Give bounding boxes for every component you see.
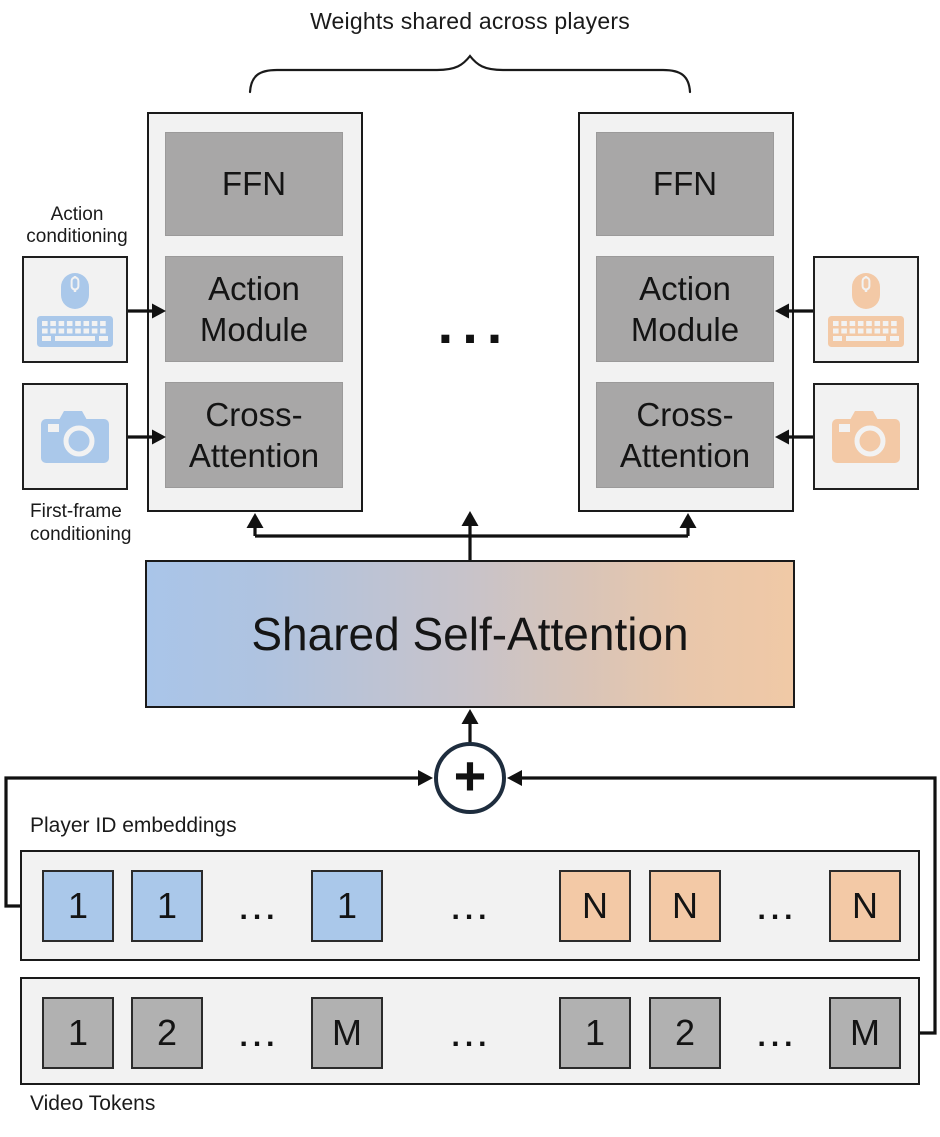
player-id-token: N (649, 870, 721, 942)
player-id-embeddings-row: 1 1 ... 1 ... N N ... N (20, 850, 920, 961)
cross-attention-module: Cross- Attention (165, 382, 343, 488)
video-token: M (829, 997, 901, 1069)
first-frame-conditioning-label: First-frame conditioning (30, 501, 132, 546)
camera-icon (832, 410, 900, 463)
blocks-ellipsis: ... (437, 291, 512, 355)
player-id-token: N (559, 870, 631, 942)
transformer-block-player1: FFN Action Module Cross- Attention (147, 112, 363, 512)
transformer-block-playerN: FFN Action Module Cross- Attention (578, 112, 794, 512)
first-frame-input-box-player1 (22, 383, 128, 490)
video-token: M (311, 997, 383, 1069)
camera-icon (41, 410, 109, 463)
player-id-token: 1 (131, 870, 203, 942)
token-ellipsis: ... (757, 1020, 798, 1053)
action-input-box-player1 (22, 256, 128, 363)
mouse-and-keyboard-icon (37, 272, 113, 347)
ffn-module: FFN (596, 132, 774, 236)
cross-attention-module: Cross- Attention (596, 382, 774, 488)
video-tokens-label: Video Tokens (30, 1092, 156, 1115)
action-conditioning-label: Action conditioning (26, 204, 128, 248)
player-id-embeddings-label: Player ID embeddings (30, 814, 237, 837)
token-ellipsis: ... (451, 893, 492, 926)
action-input-box-playerN (813, 256, 919, 363)
shared-self-attention-label: Shared Self-Attention (251, 608, 689, 660)
player-id-token: N (829, 870, 901, 942)
video-token: 1 (42, 997, 114, 1069)
plus-symbol: + (453, 743, 487, 807)
token-ellipsis: ... (239, 1020, 280, 1053)
shared-self-attention-box: Shared Self-Attention (145, 560, 795, 708)
token-ellipsis: ... (757, 893, 798, 926)
video-tokens-row: 1 2 ... M ... 1 2 ... M (20, 977, 920, 1085)
token-ellipsis: ... (451, 1020, 492, 1053)
video-token: 2 (649, 997, 721, 1069)
action-module: Action Module (596, 256, 774, 362)
video-token: 2 (131, 997, 203, 1069)
weights-shared-note: Weights shared across players (310, 8, 630, 34)
ffn-module: FFN (165, 132, 343, 236)
first-frame-input-box-playerN (813, 383, 919, 490)
weights-shared-brace (248, 54, 692, 94)
video-token: 1 (559, 997, 631, 1069)
token-ellipsis: ... (239, 893, 280, 926)
action-module: Action Module (165, 256, 343, 362)
player-id-token: 1 (311, 870, 383, 942)
player-id-token: 1 (42, 870, 114, 942)
mouse-and-keyboard-icon (828, 272, 904, 347)
sum-node: + (434, 742, 506, 814)
